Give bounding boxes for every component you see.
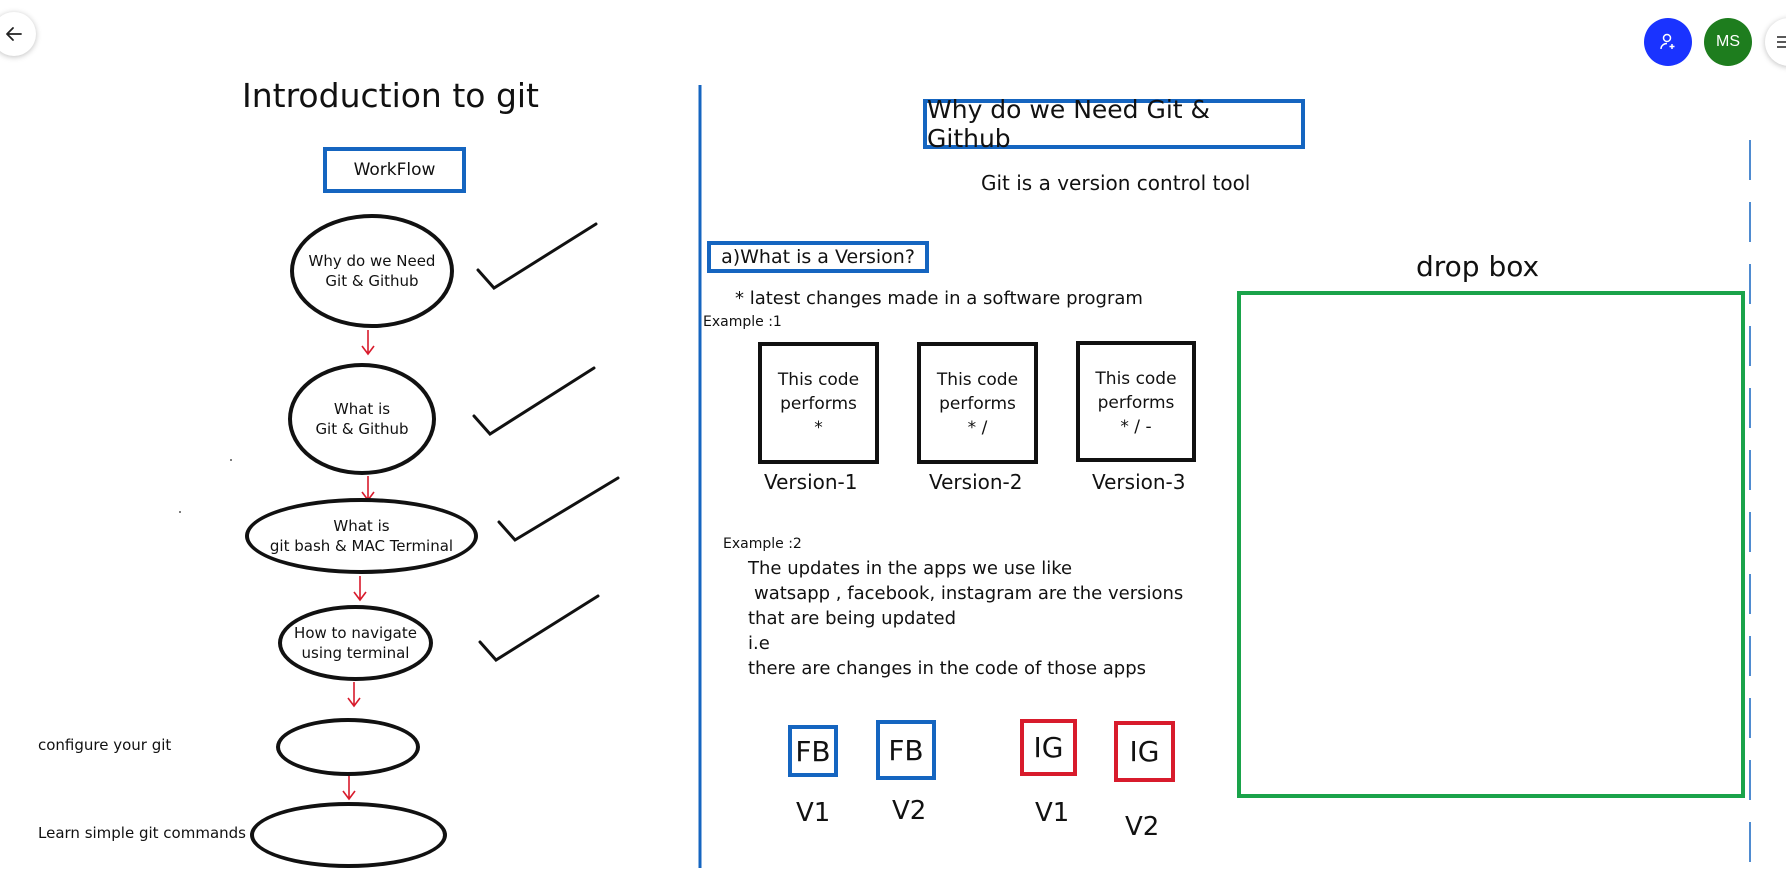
app-version-label: V1 [796,798,831,828]
app-box-fb-v2: FB [876,720,936,780]
code-text: * [814,418,823,438]
node-text: using terminal [301,644,410,662]
page-title: Introduction to git [242,76,539,115]
code-text: This code [777,370,860,390]
example2-line: The updates in the apps we use like [748,558,1073,579]
version-label-2: Version-2 [929,470,1023,494]
section-label: a)What is a Version? [721,246,915,268]
app-box-text: IG [1033,731,1064,764]
menu-button[interactable] [1765,18,1786,66]
node-text: Git & Github [325,272,419,290]
share-button[interactable] [1644,18,1692,66]
drop-box-area[interactable] [1237,291,1745,798]
flow-node-git-commands [250,802,447,868]
flow-node-configure-git [276,718,420,776]
version-label-3: Version-3 [1092,470,1186,494]
subheading: Git is a version control tool [981,171,1251,195]
user-avatar[interactable]: MS [1704,18,1752,66]
version-label-1: Version-1 [764,470,858,494]
example2-line: i.e [748,633,770,654]
flow-node-git-bash: What is git bash & MAC Terminal [245,498,478,574]
workflow-box: WorkFlow [323,147,466,193]
side-label-configure: configure your git [38,736,172,754]
example2-label: Example :2 [723,536,802,552]
side-label-commands: Learn simple git commands [38,824,246,842]
node-text: Git & Github [315,420,409,438]
app-box-ig-v1: IG [1020,719,1077,776]
avatar-initials: MS [1716,33,1740,50]
example2-text: The updates in the apps we use like wats… [748,556,1183,681]
version-box-2: This code performs * / [917,342,1038,464]
node-text: What is [333,400,391,418]
node-text: Why do we Need [308,252,436,270]
code-text: This code [936,370,1019,390]
code-text: * / [967,418,988,438]
app-box-ig-v2: IG [1114,721,1175,782]
section-label-box: a)What is a Version? [707,241,929,273]
code-text: performs [939,394,1016,414]
add-person-icon [1660,33,1675,50]
dropbox-label: drop box [1416,250,1540,283]
code-text: performs [1097,393,1175,413]
heading: Why do we Need Git & Github [927,95,1211,153]
app-version-label: V2 [892,796,927,826]
example2-line: there are changes in the code of those a… [748,658,1147,679]
code-text: This code [1095,369,1177,389]
node-text: What is [333,517,390,535]
app-box-text: FB [795,734,831,768]
arrow-left-icon [6,27,22,41]
version-box-1: This code performs * [758,342,879,464]
node-text: How to navigate [294,624,417,642]
code-text: * / - [1120,417,1152,437]
bullet-text: * latest changes made in a software prog… [735,288,1143,309]
flow-node-what-is-git: What is Git & Github [288,363,436,475]
app-version-label: V2 [1125,812,1160,842]
code-text: performs [780,394,857,414]
hamburger-icon [1777,36,1786,48]
example2-line: watsapp , facebook, instagram are the ve… [754,583,1184,604]
heading-box: Why do we Need Git & Github [923,95,1305,153]
app-box-text: IG [1129,735,1160,768]
node-text: git bash & MAC Terminal [269,537,454,555]
version-box-3: This code performs * / - [1076,341,1196,462]
app-box-text: FB [888,733,924,767]
workflow-label: WorkFlow [353,160,436,180]
example2-line: that are being updated [748,608,957,629]
app-version-label: V1 [1035,798,1070,828]
flow-node-navigate-terminal: How to navigate using terminal [278,605,433,681]
example1-label: Example :1 [703,314,782,330]
back-button[interactable] [0,12,36,56]
app-box-fb-v1: FB [788,725,838,777]
